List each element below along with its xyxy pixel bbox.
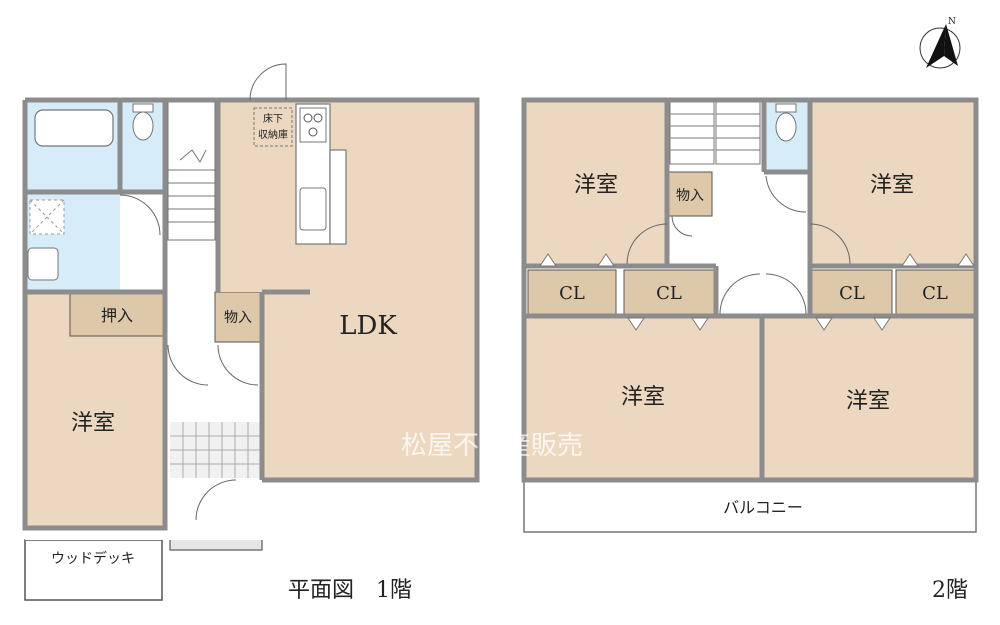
closet-2f-1-label: CL (559, 283, 585, 304)
underfloor-storage (253, 107, 293, 147)
floor2-walls (521, 97, 979, 483)
closet-door-markers (539, 253, 975, 331)
stove-icon (299, 107, 327, 143)
closet-2f-3-label: CL (839, 283, 865, 304)
closet-2f-1 (527, 269, 617, 315)
stairs-1f-treads (168, 149, 215, 223)
western-room-2f-top-left (524, 100, 667, 266)
floor1-doors (119, 63, 287, 521)
floor1-caption: 平面図 1階 (288, 578, 412, 603)
toilet-icon (132, 111, 154, 141)
bathtub-icon (34, 109, 114, 147)
oshiire-label: 押入 (101, 306, 133, 325)
wood-deck (24, 539, 163, 601)
floor1-walls (22, 97, 480, 531)
kitchen-island (329, 149, 347, 245)
toilet-2f-icon (775, 112, 797, 142)
closet-2f-3 (811, 269, 893, 315)
sink-icon (27, 247, 59, 281)
western-room-2f-bottom-left (524, 316, 762, 480)
closet-2f-2 (623, 269, 715, 315)
closet-2f-4 (895, 269, 975, 315)
underfloor-storage-label-1: 床下 (263, 112, 283, 125)
toilet-tank-icon (132, 103, 154, 113)
storage-2f-label: 物入 (676, 188, 704, 204)
floor1-plan (22, 63, 480, 601)
closet-2f-4-label: CL (922, 283, 948, 304)
ldk-room (218, 100, 477, 480)
wood-deck-label: ウッドデッキ (51, 550, 135, 567)
north-arrow-icon: N (919, 17, 961, 69)
oshiire-closet (69, 291, 166, 337)
floor2-doors (626, 175, 851, 315)
entrance-tile-grid (170, 422, 262, 478)
storage-2f (667, 171, 713, 217)
western-room-2f-tr-label: 洋室 (870, 173, 914, 198)
western-room-1f-label: 洋室 (71, 411, 115, 436)
underfloor-storage-label-2: 収納庫 (258, 128, 288, 141)
western-room-2f-br-label: 洋室 (846, 389, 890, 414)
kitchen-sink-icon (299, 187, 327, 231)
floor2-plan (521, 97, 979, 533)
ldk-label: LDK (339, 311, 397, 341)
toilet-tank-2f-icon (775, 103, 797, 113)
western-room-2f-bottom-right (764, 316, 976, 480)
compass-letter: N (948, 17, 956, 27)
closet-2f-2-label: CL (656, 283, 682, 304)
watermark: 松屋不動産販売 (401, 431, 583, 461)
balcony-label: バルコニー (723, 498, 803, 517)
western-room-2f-bl-label: 洋室 (621, 385, 665, 410)
floor2-caption: 2階 (932, 578, 968, 603)
balcony (523, 479, 977, 533)
western-room-2f-top-right (810, 100, 976, 266)
storage-1f-label: 物入 (224, 310, 252, 326)
western-room-2f-tl-label: 洋室 (574, 173, 618, 198)
